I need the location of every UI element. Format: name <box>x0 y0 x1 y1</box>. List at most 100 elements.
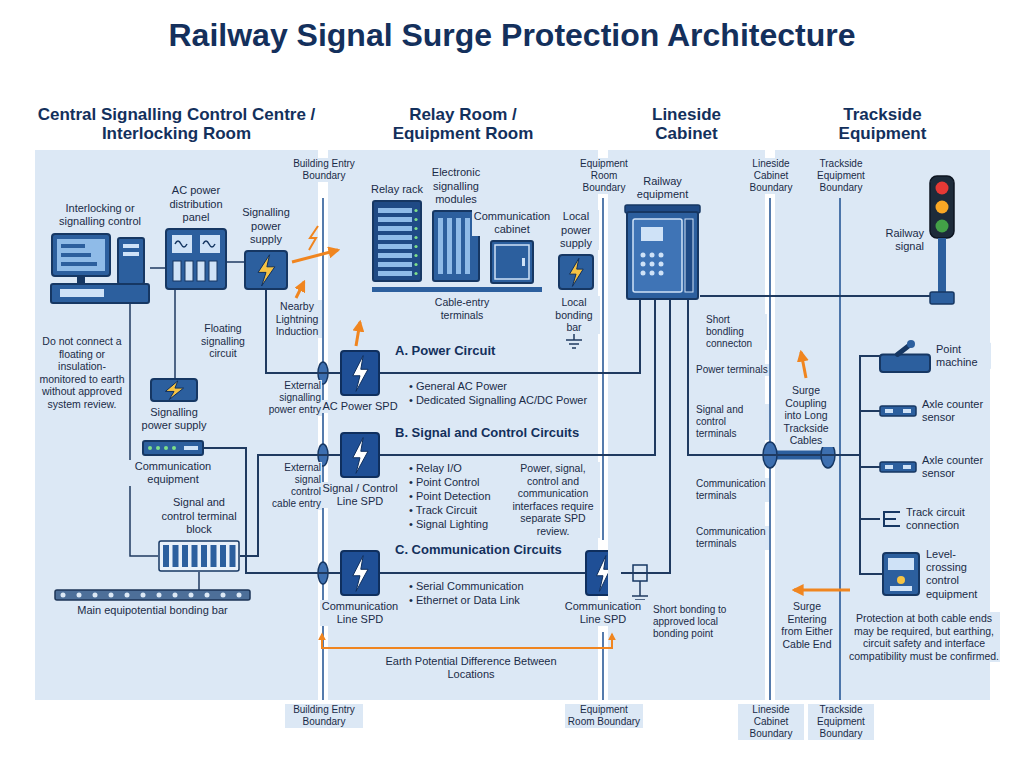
lineside-cabinet-drawing <box>685 219 693 292</box>
annotation-label: Trackside Equipment Boundary <box>808 704 874 740</box>
communication-cabinet-drawing <box>522 258 525 266</box>
lineside-cabinet-drawing <box>633 219 682 292</box>
signalling-wire <box>150 267 165 269</box>
level-crossing-controller-drawing <box>897 576 905 584</box>
bonding-bar-drawing <box>157 593 162 598</box>
equipment-label: Axle counter sensor <box>922 454 984 480</box>
equipment-label: Railway signal <box>868 227 924 253</box>
zone-heading: Trackside Equipment <box>808 105 958 144</box>
power-supply-unit: Signalling power supply <box>244 250 288 290</box>
annotation-label: External signalling power entry <box>266 380 322 416</box>
signalling-module-rack-drawing <box>438 218 443 274</box>
surge-protective-device-drawing <box>341 433 379 477</box>
page-title: Railway Signal Surge Protection Architec… <box>0 16 1024 54</box>
annotation-label: Surge Entering from Either Cable End <box>776 600 838 650</box>
terminal-block-drawing <box>159 541 239 571</box>
cable-connector <box>700 295 930 297</box>
bonding-bar-drawing <box>221 593 226 598</box>
equipment-label: AC Power SPD <box>320 400 400 413</box>
lineside-cabinet-drawing <box>641 271 646 276</box>
boundary-line <box>602 198 604 540</box>
equipment-label: Track circuit connection <box>906 506 981 532</box>
relay-rack-drawing <box>378 271 412 276</box>
equipment-label: AC power distribution panel <box>161 184 231 224</box>
annotation-label: • Ethernet or Data Link <box>408 594 521 607</box>
lineside-cabinet-drawing <box>650 271 655 276</box>
communication-equipment-drawing <box>184 446 198 450</box>
power-distribution-panel-drawing <box>175 241 187 247</box>
annotation-label: • Point Control <box>408 476 481 489</box>
interlocking-workstation-drawing <box>77 276 85 284</box>
equipment-label: Local power supply <box>553 210 599 250</box>
power-distribution-panel-drawing <box>165 228 227 290</box>
terminal-block-drawing <box>182 545 188 567</box>
annotation-label: Power, signal, control and communication… <box>506 462 600 538</box>
equipment-label: Communication equipment <box>128 460 218 486</box>
lineside-cabinet-drawing <box>641 253 646 258</box>
lineside-cabinet: Railway equipment <box>625 205 700 300</box>
annotation-label: Short bondling connecton <box>705 314 767 350</box>
terminal-block-drawing <box>230 545 236 567</box>
bonding-bar-drawing <box>55 590 250 600</box>
annotation-label: External signal control cable entry <box>264 462 322 510</box>
equipment-label: Point machine <box>936 343 991 369</box>
power-distribution-panel-drawing <box>166 229 226 289</box>
annotation-label: Power terminals <box>695 364 769 376</box>
bonding-bar-drawing <box>205 593 210 598</box>
surge-protective-device: Signal / Control Line SPD <box>340 432 380 478</box>
bonding-bar-drawing <box>189 593 194 598</box>
interlocking-workstation-drawing <box>60 289 104 297</box>
power-supply-unit-drawing <box>245 251 287 289</box>
boundary-line <box>602 632 604 700</box>
axle-counter-sensor-drawing <box>885 409 893 413</box>
zone-heading: Lineside Cabinet <box>627 105 747 144</box>
interlocking-workstation-drawing <box>57 239 105 271</box>
level-crossing-controller-drawing <box>882 552 920 596</box>
lineside-cabinet-drawing <box>641 262 646 267</box>
signalling-wire <box>174 290 176 378</box>
lineside-cabinet-drawing <box>625 205 700 300</box>
signalling-module-rack-drawing <box>456 218 461 274</box>
annotation-label: Equipment Room Boundary <box>570 158 638 194</box>
interlocking-workstation-drawing <box>61 262 97 266</box>
railway-signal-drawing <box>936 201 949 214</box>
relay-rack-drawing <box>414 209 417 212</box>
bonding-bar-drawing <box>109 593 114 598</box>
equipment-label: Main equipotential bonding bar <box>58 604 248 617</box>
bonding-bar-drawing <box>93 593 98 598</box>
relay-rack-drawing <box>414 236 417 239</box>
terminal-block-drawing <box>220 545 226 567</box>
interlocking-workstation-drawing <box>61 253 91 257</box>
equipment-label: Communication Line SPD <box>320 600 400 626</box>
annotation-label: Building Entry Boundary <box>285 704 363 728</box>
bonding-bar-drawing <box>77 593 82 598</box>
relay-rack-drawing <box>414 272 417 275</box>
communication-cabinet: Communication cabinet <box>490 240 534 284</box>
surge-protective-device-drawing <box>340 550 380 596</box>
equipment-label: Signalling power supply <box>236 206 296 246</box>
surge-protective-device: AC Power SPD <box>340 350 380 396</box>
annotation-label: Floating signalling circuit <box>186 322 260 360</box>
annotation-label: B. Signal and Control Circuits <box>394 425 580 441</box>
surge-protective-device-drawing <box>340 432 380 478</box>
level-crossing-controller-drawing <box>883 553 919 595</box>
annotation-label: Equipment Room Boundary <box>565 704 643 728</box>
annotation-label: Surge Coupling into Long Trackside Cable… <box>776 384 836 447</box>
zone-band: Central Signalling Control Centre / Inte… <box>35 150 318 700</box>
terminal-block-drawing <box>163 545 169 567</box>
power-supply-unit: Local power supply <box>558 254 594 290</box>
bonding-bar-drawing <box>237 593 242 598</box>
equipment-label: Signal and control terminal block <box>157 496 241 536</box>
bonding-bar-drawing <box>141 593 146 598</box>
power-distribution-panel-drawing <box>203 241 215 247</box>
surge-arrow <box>794 589 850 592</box>
terminal-block-drawing <box>201 545 207 567</box>
lineside-cabinet-drawing <box>627 212 698 299</box>
power-distribution-panel-drawing <box>209 261 217 281</box>
terminal-block-drawing <box>192 545 198 567</box>
interlocking-workstation-drawing <box>50 232 150 304</box>
relay-rack-drawing <box>378 262 412 267</box>
communication-equipment-drawing <box>148 446 152 450</box>
railway-signal-drawing <box>938 238 946 292</box>
annotation-label: Building Entry Boundary <box>292 158 356 182</box>
